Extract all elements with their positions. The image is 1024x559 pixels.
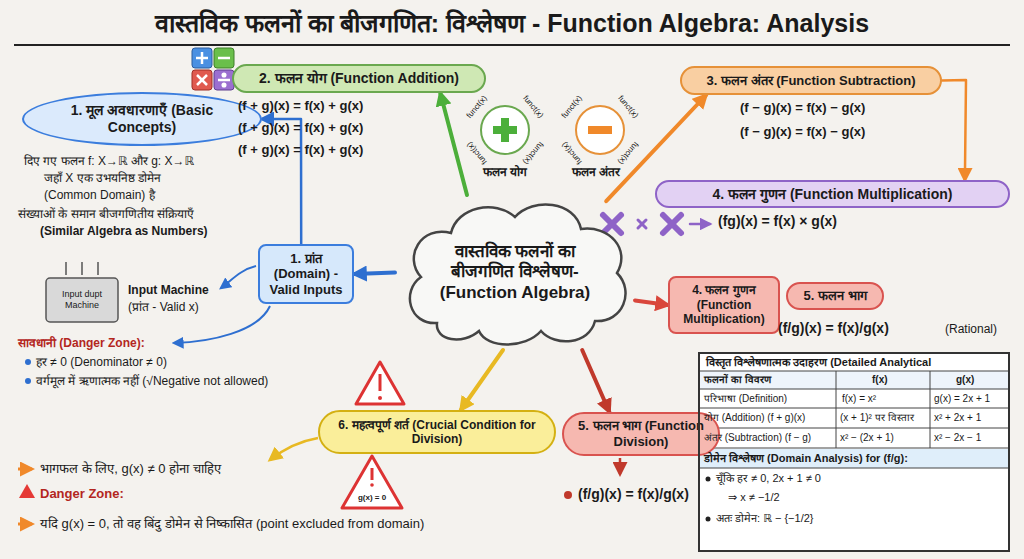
table-grid: [698, 352, 1010, 552]
condition-pill: 6. महत्वपूर्ण शर्त (Crucial Condition fo…: [318, 410, 556, 454]
bullet: [25, 378, 31, 384]
node-heading: 2. फलन योग (Function Addition): [259, 70, 459, 87]
node-heading: 4. फलन गुणन (Function Multiplication): [713, 186, 953, 203]
formula-text: (f − g)(x) = f(x) − g(x): [740, 100, 865, 116]
note-text: Danger Zone:: [40, 486, 124, 502]
node-heading: विस्तृत विश्लेषणात्मक उदाहरण (Detailed A…: [706, 356, 931, 369]
bullet: [25, 359, 31, 365]
connector: [440, 93, 467, 195]
note-text: (Rational): [945, 322, 997, 336]
formula-text: (f − g)(x) = f(x) − g(x): [740, 124, 865, 140]
addition-pill: 2. फलन योग (Function Addition): [232, 64, 486, 93]
leader-line: [619, 458, 622, 474]
subtraction-pill: 3. फलन अंतर (Function Subtraction): [680, 66, 942, 95]
multiplication-pill: 4. फलन गुणन (Function Multiplication): [655, 180, 1010, 208]
input-machine-icon: [46, 262, 118, 322]
table-cell: g(x): [956, 374, 974, 386]
node-heading: 5. फलन भाग (Function Division): [572, 418, 710, 449]
concept-oval: 1. मूल अवधारणाएँ (Basic Concepts): [22, 92, 262, 146]
bullet: [564, 491, 572, 499]
warning-triangle: [356, 362, 404, 404]
note-text: Input Machine: [128, 283, 209, 297]
note-text: अतः डोमेन: ℝ − {−1/2}: [716, 512, 813, 525]
note-text: (Similar Algebra as Numbers): [40, 224, 208, 238]
domain-box: 1. प्रांत (Domain) - Valid Inputs: [258, 244, 354, 304]
arrow-icon: [18, 523, 32, 526]
title-underline: [14, 44, 1010, 46]
division-pill: 5. फलन भाग (Function Division): [562, 412, 720, 456]
minus-circle-icon: [576, 106, 624, 154]
table-cell: परिभाषा (Definition): [704, 393, 787, 405]
connector: [262, 119, 301, 244]
formula-text: (f + g)(x) = f(x) + g(x): [238, 120, 363, 136]
note-text: वर्गमूल में ऋणात्मक नहीं (√Negative not …: [36, 374, 268, 388]
table-cell: x² + 2x + 1: [934, 412, 981, 424]
note-text: यदि g(x) = 0, तो वह बिंदु डोमेन से निष्क…: [40, 516, 424, 532]
node-heading: 1. प्रांत (Domain) - Valid Inputs: [268, 251, 344, 298]
icon-caption: फलन अंतर: [572, 165, 620, 179]
table-heading: डोमेन विश्लेषण (Domain Analysis) for (f/…: [704, 452, 908, 465]
multiply-icon: [603, 215, 710, 233]
note-text: हर ≠ 0 (Denominator ≠ 0): [36, 355, 167, 369]
cloud-shape: [410, 205, 626, 345]
table-cell: g(x) = 2x + 1: [934, 393, 990, 405]
plus-circle-icon: [481, 106, 529, 154]
connector: [635, 300, 668, 305]
note-text: (Common Domain) है: [44, 188, 155, 202]
formula-text: (f + g)(x) = f(x) + g(x): [238, 98, 363, 114]
table-cell: x² − 2x − 1: [934, 432, 981, 444]
math-ops-icon: [192, 48, 234, 90]
connector: [354, 273, 395, 275]
connector: [461, 350, 503, 410]
note-text: ⇒ x ≠ −1/2: [728, 491, 780, 504]
node-heading: 4. फलन गुणन (Function Multiplication): [678, 283, 770, 326]
icon-caption: Input dupt Machine: [53, 289, 111, 311]
formula-text: (f + g)(x) = f(x) + g(x): [238, 142, 363, 158]
node-heading: वास्तविक फलनों का बीजगणित विश्लेषण- (Fun…: [431, 242, 599, 303]
connector: [942, 80, 966, 180]
note-text: (प्रांत - Valid x): [128, 300, 199, 314]
title: वास्तविक फलनों का बीजगणित: विश्लेषण - Fu…: [0, 8, 1024, 38]
note-text: सावधानी (Danger Zone):: [18, 336, 145, 350]
leader-line: [270, 438, 318, 460]
node-heading: 3. फलन अंतर (Function Subtraction): [706, 73, 915, 89]
note-text: संख्याओं के समान बीजगणितीय संक्रियाएँ: [18, 207, 194, 221]
note-text: दिए गए फलन f: X→ℝ और g: X→ℝ: [24, 154, 194, 168]
table-cell: f(x): [872, 374, 888, 386]
note-text: जहाँ X एक उभयनिष्ठ डोमेन: [44, 171, 161, 185]
warning-triangle: [342, 456, 402, 508]
warning-icon: [19, 484, 35, 498]
formula-text: (fg)(x) = f(x) × g(x): [718, 213, 837, 230]
central-cloud: वास्तविक फलनों का बीजगणित विश्लेषण- (Fun…: [395, 195, 635, 350]
note-text: भागफल के लिए, g(x) ≠ 0 होना चाहिए: [40, 461, 221, 477]
icon-caption: g(x) = 0: [358, 493, 386, 503]
multiplication-box: 4. फलन गुणन (Function Multiplication): [668, 276, 780, 333]
icon-caption: फलन योग: [483, 165, 527, 179]
table-cell: फलनों का विवरण: [704, 374, 771, 386]
table-cell: अंतर (Subtraction) (f − g): [704, 432, 811, 444]
table-cell: f(x) = x²: [842, 393, 876, 405]
leader-line: [221, 266, 256, 288]
arrow-icon: [18, 468, 32, 471]
formula-text: (f/g)(x) = f(x)/g(x): [578, 486, 689, 503]
connector: [582, 350, 609, 412]
node-heading: 6. महत्वपूर्ण शर्त (Crucial Condition fo…: [328, 418, 546, 447]
note-text: चूँकि हर ≠ 0, 2x + 1 ≠ 0: [716, 472, 821, 485]
node-heading: 5. फलन भाग: [803, 288, 866, 304]
node-heading: 1. मूल अवधारणाएँ (Basic Concepts): [46, 102, 238, 136]
table-cell: x² − (2x + 1): [840, 432, 894, 444]
formula-text: (f/g)(x) = f(x)/g(x): [778, 320, 889, 337]
table-cell: (x + 1)² पर विस्तार: [840, 412, 914, 424]
division-pill: 5. फलन भाग: [786, 282, 884, 310]
table-cell: योग (Addition) (f + g)(x): [704, 412, 805, 424]
